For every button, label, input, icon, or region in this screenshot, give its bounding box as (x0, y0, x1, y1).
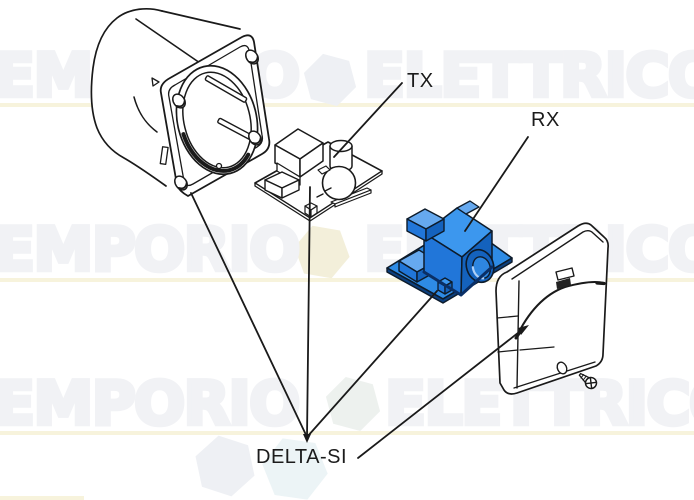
leader-delta-cover (357, 328, 524, 459)
leader-delta-board (306, 186, 311, 438)
watermark-underline-4 (0, 496, 84, 500)
rx-photocell-module (386, 200, 513, 304)
hexagon-icon (195, 53, 381, 500)
arrowhead-cover (518, 325, 529, 335)
watermark-underline-2 (0, 278, 694, 282)
label-rx: RX (531, 109, 560, 131)
leader-rx (464, 136, 529, 232)
watermark-row-3: EMPORIO ELETTRICO (0, 367, 694, 442)
fixing-screw (578, 372, 598, 390)
leader-delta-rx (306, 290, 438, 438)
rear-housing (90, 7, 271, 197)
watermark-word: EMPORIO (0, 213, 302, 288)
watermark-word: ELETTRICO (362, 39, 694, 114)
label-tx: TX (407, 70, 434, 92)
flange-holes (172, 49, 262, 191)
keyway-bars (204, 75, 257, 143)
label-delta-si: DELTA-SI (256, 446, 348, 468)
watermark-word: EMPORIO (0, 367, 302, 442)
arrowhead-delta (303, 434, 311, 443)
front-cover (495, 222, 610, 395)
leader-lines (190, 82, 529, 459)
tx-photocell-board (254, 128, 383, 222)
leader-delta-housing (190, 192, 308, 438)
watermark-underline-3 (0, 431, 694, 435)
leader-tx (333, 82, 403, 158)
watermark-underline-1 (0, 103, 694, 107)
